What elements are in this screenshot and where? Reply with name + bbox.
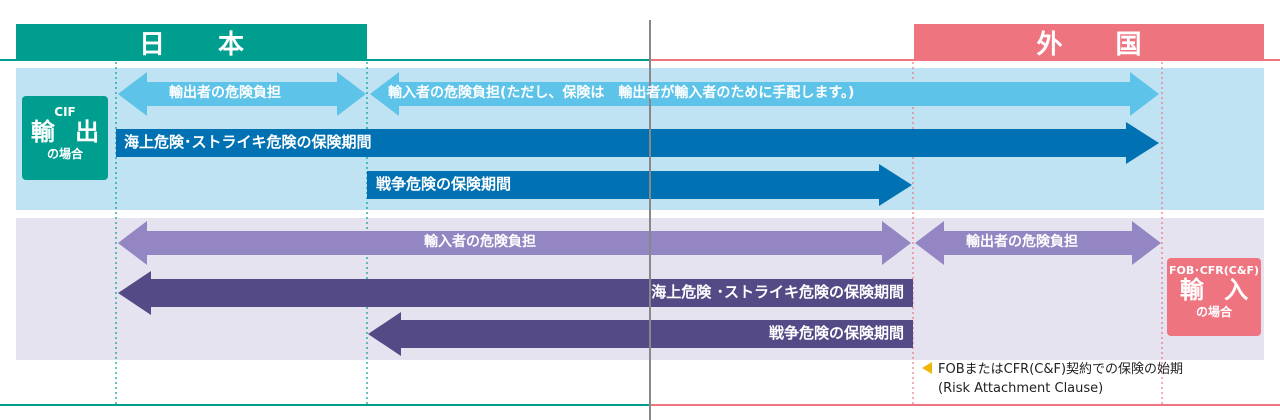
foreign-bottom-line xyxy=(650,404,1280,406)
japan-header-line xyxy=(0,59,650,61)
label-import-exporter-risk: 輸出者の危険負担 xyxy=(966,234,1078,250)
foreign-header-line xyxy=(650,59,1280,61)
note-marker-icon xyxy=(922,362,932,374)
note-line-1: FOBまたはCFR(C&F)契約での保険の始期 xyxy=(938,362,1184,377)
note-line-2: (Risk Attachment Clause) xyxy=(938,381,1104,396)
label-import-marine-strike: 海上危険 ･ストライキ危険の保険期間 xyxy=(651,283,904,301)
arrow-export-marine-strike xyxy=(116,122,1159,164)
arrow-export-exporter-risk xyxy=(118,72,366,116)
foreign-tab: 外 国 xyxy=(914,24,1264,60)
export-label: 輸 出 xyxy=(30,118,106,147)
label-export-war: 戦争危険の保険期間 xyxy=(376,175,512,193)
arrow-import-importer-risk xyxy=(118,221,911,265)
import-case-label: の場合 xyxy=(1195,304,1232,319)
risk-attachment-note: FOBまたはCFR(C&F)契約での保険の始期 (Risk Attachment… xyxy=(938,360,1183,398)
fob-cfr-label: FOB･CFR(C&F) xyxy=(1168,264,1260,277)
label-import-war: 戦争危険の保険期間 xyxy=(768,324,904,342)
label-export-importer-risk: 輸入者の危険負担(ただし、保険は 輸出者が輸入者のために手配します。) xyxy=(388,85,855,101)
arrow-export-war xyxy=(367,164,912,206)
arrow-import-war xyxy=(368,312,913,356)
label-import-importer-risk: 輸入者の危険負担 xyxy=(424,234,536,250)
japan-tab: 日 本 xyxy=(16,24,367,60)
label-export-exporter-risk: 輸出者の危険負担 xyxy=(169,85,281,101)
arrow-import-marine-strike xyxy=(118,271,913,315)
cif-export-box: CIF 輸 出 の場合 xyxy=(22,96,108,180)
fob-import-box: FOB･CFR(C&F) 輸 入 の場合 xyxy=(1167,258,1261,336)
arrow-export-importer-risk xyxy=(370,72,1159,116)
import-label: 輸 入 xyxy=(1179,276,1255,305)
foreign-label: 外 国 xyxy=(1036,29,1164,60)
label-export-marine-strike: 海上危険･ストライキ危険の保険期間 xyxy=(124,133,372,151)
cif-label: CIF xyxy=(54,105,76,119)
export-case-label: の場合 xyxy=(46,146,83,161)
arrow-import-exporter-risk xyxy=(915,221,1161,265)
japan-bottom-line xyxy=(0,404,650,406)
japan-label: 日 本 xyxy=(138,29,267,60)
